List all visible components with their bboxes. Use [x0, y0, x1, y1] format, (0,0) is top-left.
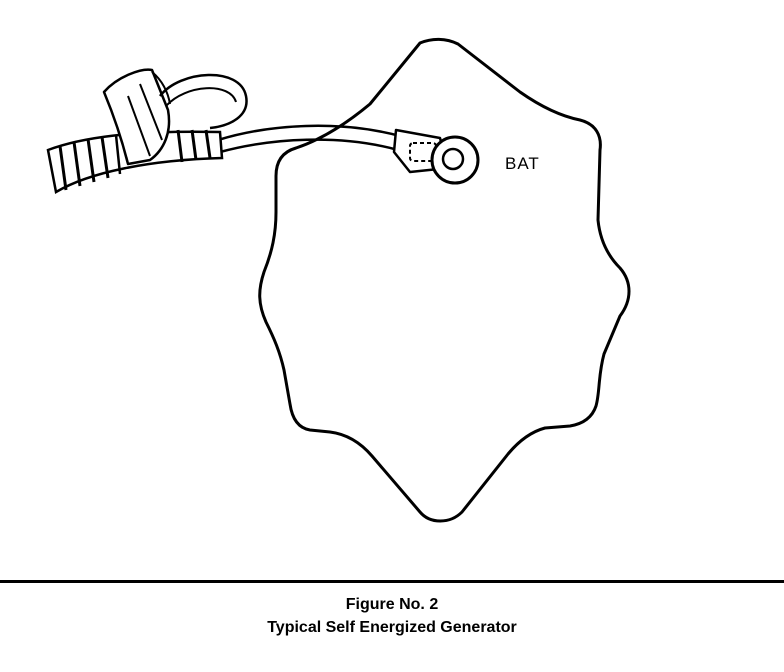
- generator-diagram: [46, 37, 631, 523]
- bat-terminal-nut: [441, 147, 465, 171]
- bat-terminal-label: BAT: [505, 154, 540, 173]
- generator-housing: [258, 37, 631, 523]
- wire-harness: [46, 68, 248, 194]
- caption-divider: [0, 580, 784, 583]
- battery-cable-lower-edge: [219, 138, 399, 154]
- figure-title: Typical Self Energized Generator: [267, 619, 517, 636]
- battery-cable: [217, 124, 401, 142]
- figure-number: Figure No. 2: [345, 596, 439, 613]
